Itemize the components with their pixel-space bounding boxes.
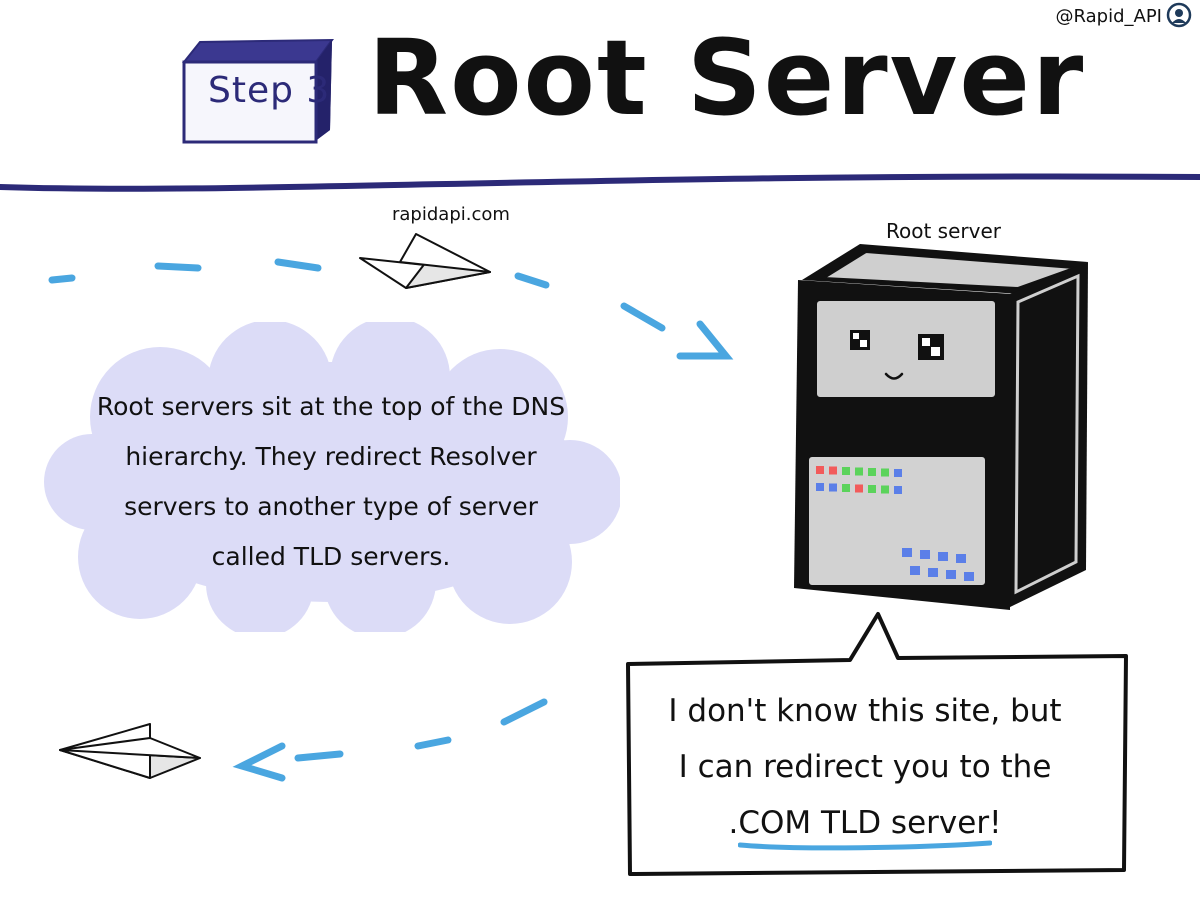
server-light xyxy=(829,483,837,492)
server-light xyxy=(881,485,889,494)
paper-plane-icon xyxy=(359,233,491,289)
page-title: Root Server xyxy=(368,17,1086,139)
server-lights xyxy=(816,466,902,494)
explanation-cloud xyxy=(44,322,620,632)
server-speech-bubble xyxy=(626,612,1128,876)
twitter-handle: @Rapid_API xyxy=(1055,6,1162,27)
tld-highlight-underline xyxy=(738,840,992,851)
step-badge xyxy=(180,36,335,144)
server-speech-text: I don't know this site, but I can redire… xyxy=(640,683,1090,851)
server-light xyxy=(816,466,824,474)
server-light xyxy=(868,485,876,493)
server-light xyxy=(894,469,902,477)
server-light xyxy=(855,467,863,476)
paper-plane-icon xyxy=(59,723,201,779)
server-light xyxy=(855,484,863,493)
header-divider xyxy=(0,173,1200,192)
server-light xyxy=(868,468,876,476)
server-light xyxy=(842,484,850,492)
step-label: Step 3 xyxy=(208,70,331,111)
speech-line-3: .COM TLD server! xyxy=(728,805,1002,841)
speech-line-1: I don't know this site, but xyxy=(668,693,1062,729)
server-light xyxy=(881,468,889,477)
speech-line-2: I can redirect you to the xyxy=(678,749,1052,785)
server-face-icon xyxy=(794,244,1088,610)
server-light xyxy=(842,467,850,475)
explanation-text: Root servers sit at the top of the DNS h… xyxy=(96,392,566,571)
domain-label: rapidapi.com xyxy=(392,204,510,225)
server-light xyxy=(816,483,824,491)
server-light xyxy=(829,466,837,475)
server-light xyxy=(894,486,902,494)
server-label: Root server xyxy=(886,219,1001,243)
rapidapi-logo-icon xyxy=(1166,2,1192,28)
